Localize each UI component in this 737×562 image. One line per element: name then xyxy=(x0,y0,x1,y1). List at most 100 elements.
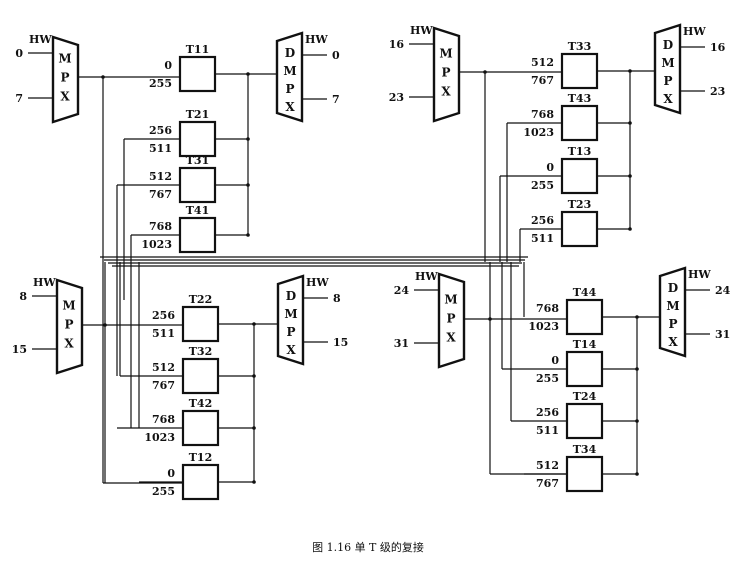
time-switch-t11: T11 0 255 xyxy=(149,43,250,93)
time-switch-t12: T12 0 255 xyxy=(139,451,256,501)
dmpx-letter: M xyxy=(661,56,674,70)
time-switch-t33: T33 512 767 xyxy=(531,40,632,90)
mpx-letter: X xyxy=(60,90,70,104)
mpx-letter: X xyxy=(446,331,456,345)
switch-label: T12 xyxy=(189,451,213,464)
range-end: 767 xyxy=(536,477,559,490)
switch-label: T42 xyxy=(189,397,213,410)
switch-label: T23 xyxy=(568,198,592,211)
mpx-multiplexer xyxy=(51,35,80,124)
switch-label: T44 xyxy=(573,286,597,299)
mpx-hw-label: HW xyxy=(33,276,56,289)
junction-dot xyxy=(103,323,107,327)
dmpx-demultiplexer xyxy=(653,23,682,115)
dmpx-letter: M xyxy=(283,64,296,78)
dmpx-demultiplexer xyxy=(276,274,305,366)
dmpx-letter: X xyxy=(285,100,295,114)
mpx-hw-label: HW xyxy=(29,33,52,46)
range-start: 768 xyxy=(536,302,559,315)
group-2: HWMPX815T22256511T32512767T427681023T120… xyxy=(12,274,348,501)
switch-label: T32 xyxy=(189,345,213,358)
range-start: 512 xyxy=(531,56,554,69)
switch-label: T11 xyxy=(186,43,210,56)
range-end: 511 xyxy=(536,424,559,437)
mpx-input-label: 31 xyxy=(394,337,409,350)
range-end: 1023 xyxy=(141,238,172,251)
range-start: 256 xyxy=(531,214,554,227)
switch-box xyxy=(178,120,217,158)
junction-dot xyxy=(483,70,487,74)
dmpx-output-label: 23 xyxy=(710,85,725,98)
dmpx-output-label: 15 xyxy=(333,336,348,349)
range-start: 256 xyxy=(536,406,559,419)
dmpx-output-label: 0 xyxy=(332,49,340,62)
switch-label: T31 xyxy=(186,154,210,167)
switch-label: T14 xyxy=(573,338,597,351)
mpx-letter: P xyxy=(60,71,69,85)
switch-box xyxy=(181,463,220,501)
dmpx-hw-label: HW xyxy=(306,276,329,289)
range-start: 0 xyxy=(551,354,559,367)
switch-label: T24 xyxy=(573,390,597,403)
dmpx-output-label: 16 xyxy=(710,41,726,54)
range-end: 1023 xyxy=(523,126,554,139)
dmpx-letter: M xyxy=(284,307,297,321)
mpx-multiplexer xyxy=(432,26,461,123)
bus-wires xyxy=(100,72,567,484)
switch-label: T41 xyxy=(186,204,210,217)
mpx-letter: X xyxy=(441,85,451,99)
switch-box xyxy=(560,157,599,195)
dmpx-letter: D xyxy=(663,38,673,52)
switch-box xyxy=(560,104,599,142)
range-end: 255 xyxy=(149,77,172,90)
mpx-letter: P xyxy=(446,312,455,326)
switch-box xyxy=(178,55,217,93)
group-4: HWMPX2431T447681023T140255T24256511T3451… xyxy=(394,266,731,493)
dmpx-output-label: 31 xyxy=(715,328,730,341)
mpx-input-label: 7 xyxy=(15,92,23,105)
mpx-hw-label: HW xyxy=(410,24,433,37)
switch-label: T34 xyxy=(573,443,597,456)
range-start: 256 xyxy=(149,124,172,137)
dmpx-letter: X xyxy=(663,92,673,106)
range-start: 256 xyxy=(152,309,175,322)
range-end: 1023 xyxy=(528,320,559,333)
dmpx-letter: D xyxy=(285,46,295,60)
mpx-letter: M xyxy=(439,47,452,61)
dmpx-output-label: 8 xyxy=(333,292,341,305)
dmpx-letter: X xyxy=(668,335,678,349)
switch-box xyxy=(181,409,220,447)
switch-box xyxy=(178,216,217,254)
range-start: 512 xyxy=(149,170,172,183)
dmpx-letter: P xyxy=(663,74,672,88)
switch-label: T33 xyxy=(568,40,592,53)
mpx-letter: M xyxy=(62,299,75,313)
switch-box xyxy=(565,350,604,388)
switch-box xyxy=(181,305,220,343)
switch-box xyxy=(565,455,604,493)
mpx-input-label: 8 xyxy=(19,290,27,303)
mpx-multiplexer xyxy=(55,278,84,375)
group-1: HWMPX07T110255T21256511T31512767T4176810… xyxy=(15,31,340,254)
range-end: 767 xyxy=(531,74,554,87)
range-start: 768 xyxy=(149,220,172,233)
mpx-input-label: 16 xyxy=(389,38,405,51)
range-start: 0 xyxy=(164,59,172,72)
switch-label: T21 xyxy=(186,108,210,121)
switch-label: T43 xyxy=(568,92,592,105)
dmpx-demultiplexer xyxy=(275,31,304,123)
range-end: 511 xyxy=(152,327,175,340)
mpx-letter: X xyxy=(64,337,74,351)
switch-box xyxy=(565,402,604,440)
range-start: 0 xyxy=(167,467,175,480)
range-end: 1023 xyxy=(144,431,175,444)
range-start: 512 xyxy=(152,361,175,374)
switch-label: T22 xyxy=(189,293,213,306)
range-end: 255 xyxy=(152,485,175,498)
dmpx-letter: P xyxy=(286,325,295,339)
